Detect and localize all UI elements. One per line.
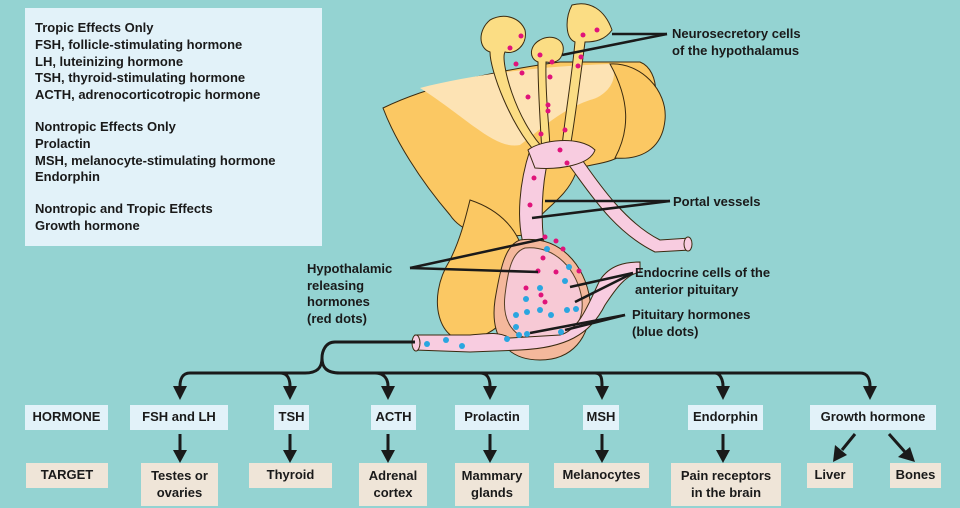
target-line: Testes or: [151, 468, 208, 483]
legend-group-tropic: Tropic Effects Only FSH, follicle-stimul…: [35, 20, 322, 104]
target-line: in the brain: [690, 484, 762, 500]
arrowheads-hormone: [173, 386, 877, 400]
legend-item: MSH, melanocyte-stimulating hormone: [35, 152, 276, 168]
hypophyseal-vein: [414, 261, 641, 353]
target-line: Adrenal: [368, 468, 418, 483]
legend-group-title: Nontropic and Tropic Effects: [35, 201, 213, 217]
target-line: ovaries: [156, 484, 203, 500]
label-line: anterior pituitary: [635, 281, 739, 297]
target-box-liver: Liver: [807, 463, 853, 488]
hormone-box-tsh: TSH: [274, 405, 309, 430]
red-dots: [507, 27, 600, 305]
legend-group-nontropic: Nontropic Effects Only Prolactin MSH, me…: [35, 119, 322, 186]
label-line: (red dots): [307, 310, 367, 326]
hormone-box-acth: ACTH: [371, 405, 416, 430]
legend-group-title: Nontropic Effects Only: [35, 118, 176, 134]
row-header-hormone: HORMONE: [25, 405, 108, 430]
legend-item: FSH, follicle-stimulating hormone: [35, 36, 243, 52]
target-line: cortex: [373, 484, 413, 500]
hormone-box-growth-hormone: Growth hormone: [810, 405, 936, 430]
target-box-thyroid: Thyroid: [249, 463, 332, 488]
legend-item: Prolactin: [35, 135, 91, 151]
legend-item: TSH, thyroid-stimulating hormone: [35, 70, 246, 86]
hormone-box-msh: MSH: [583, 405, 619, 430]
target-box-bones: Bones: [890, 463, 941, 488]
hormone-box-prolactin: Prolactin: [455, 405, 529, 430]
legend-item: ACTH, adrenocorticotropic hormone: [35, 87, 261, 103]
legend-item: LH, luteinizing hormone: [35, 53, 184, 69]
label-line: Neurosecretory cells: [672, 26, 801, 41]
hypothalamus-lobe: [609, 63, 666, 159]
distribution-tree: [178, 340, 872, 387]
label-line: of the hypothalamus: [672, 42, 800, 58]
hormone-box-fsh-lh: FSH and LH: [130, 405, 228, 430]
label-pituitary-hormones: Pituitary hormones (blue dots): [632, 307, 750, 340]
arrows-target: [173, 433, 915, 463]
label-portal-vessels: Portal vessels: [673, 194, 761, 209]
label-neurosecretory-cells: Neurosecretory cells of the hypothalamus: [672, 26, 801, 59]
target-line: Pain receptors: [680, 468, 772, 483]
legend-group-title: Tropic Effects Only: [35, 20, 154, 35]
label-line: (blue dots): [632, 323, 699, 339]
label-line: hormones: [307, 294, 370, 309]
label-line: Hypothalamic: [307, 261, 393, 276]
legend-item: Endorphin: [35, 169, 100, 185]
target-line: glands: [471, 484, 513, 500]
target-box-melanocytes: Melanocytes: [554, 463, 649, 488]
hormone-box-endorphin: Endorphin: [688, 405, 763, 430]
label-line: Endocrine cells of the: [635, 265, 771, 280]
label-endocrine-cells: Endocrine cells of the anterior pituitar…: [635, 265, 770, 298]
legend-item: Growth hormone: [35, 217, 140, 233]
pointer-lines: [409, 32, 671, 335]
hormone-effects-legend: Tropic Effects Only FSH, follicle-stimul…: [25, 8, 322, 246]
label-releasing-hormones: Hypothalamic releasing hormones (red dot…: [307, 261, 392, 327]
label-line: releasing: [307, 277, 365, 293]
label-line: Pituitary hormones: [632, 307, 751, 322]
target-line: Mammary: [461, 468, 523, 483]
blue-dots: [424, 246, 579, 349]
primary-capillary-plexus: [527, 140, 596, 169]
row-header-target: TARGET: [26, 463, 108, 488]
legend-group-both: Nontropic and Tropic Effects Growth horm…: [35, 201, 322, 235]
